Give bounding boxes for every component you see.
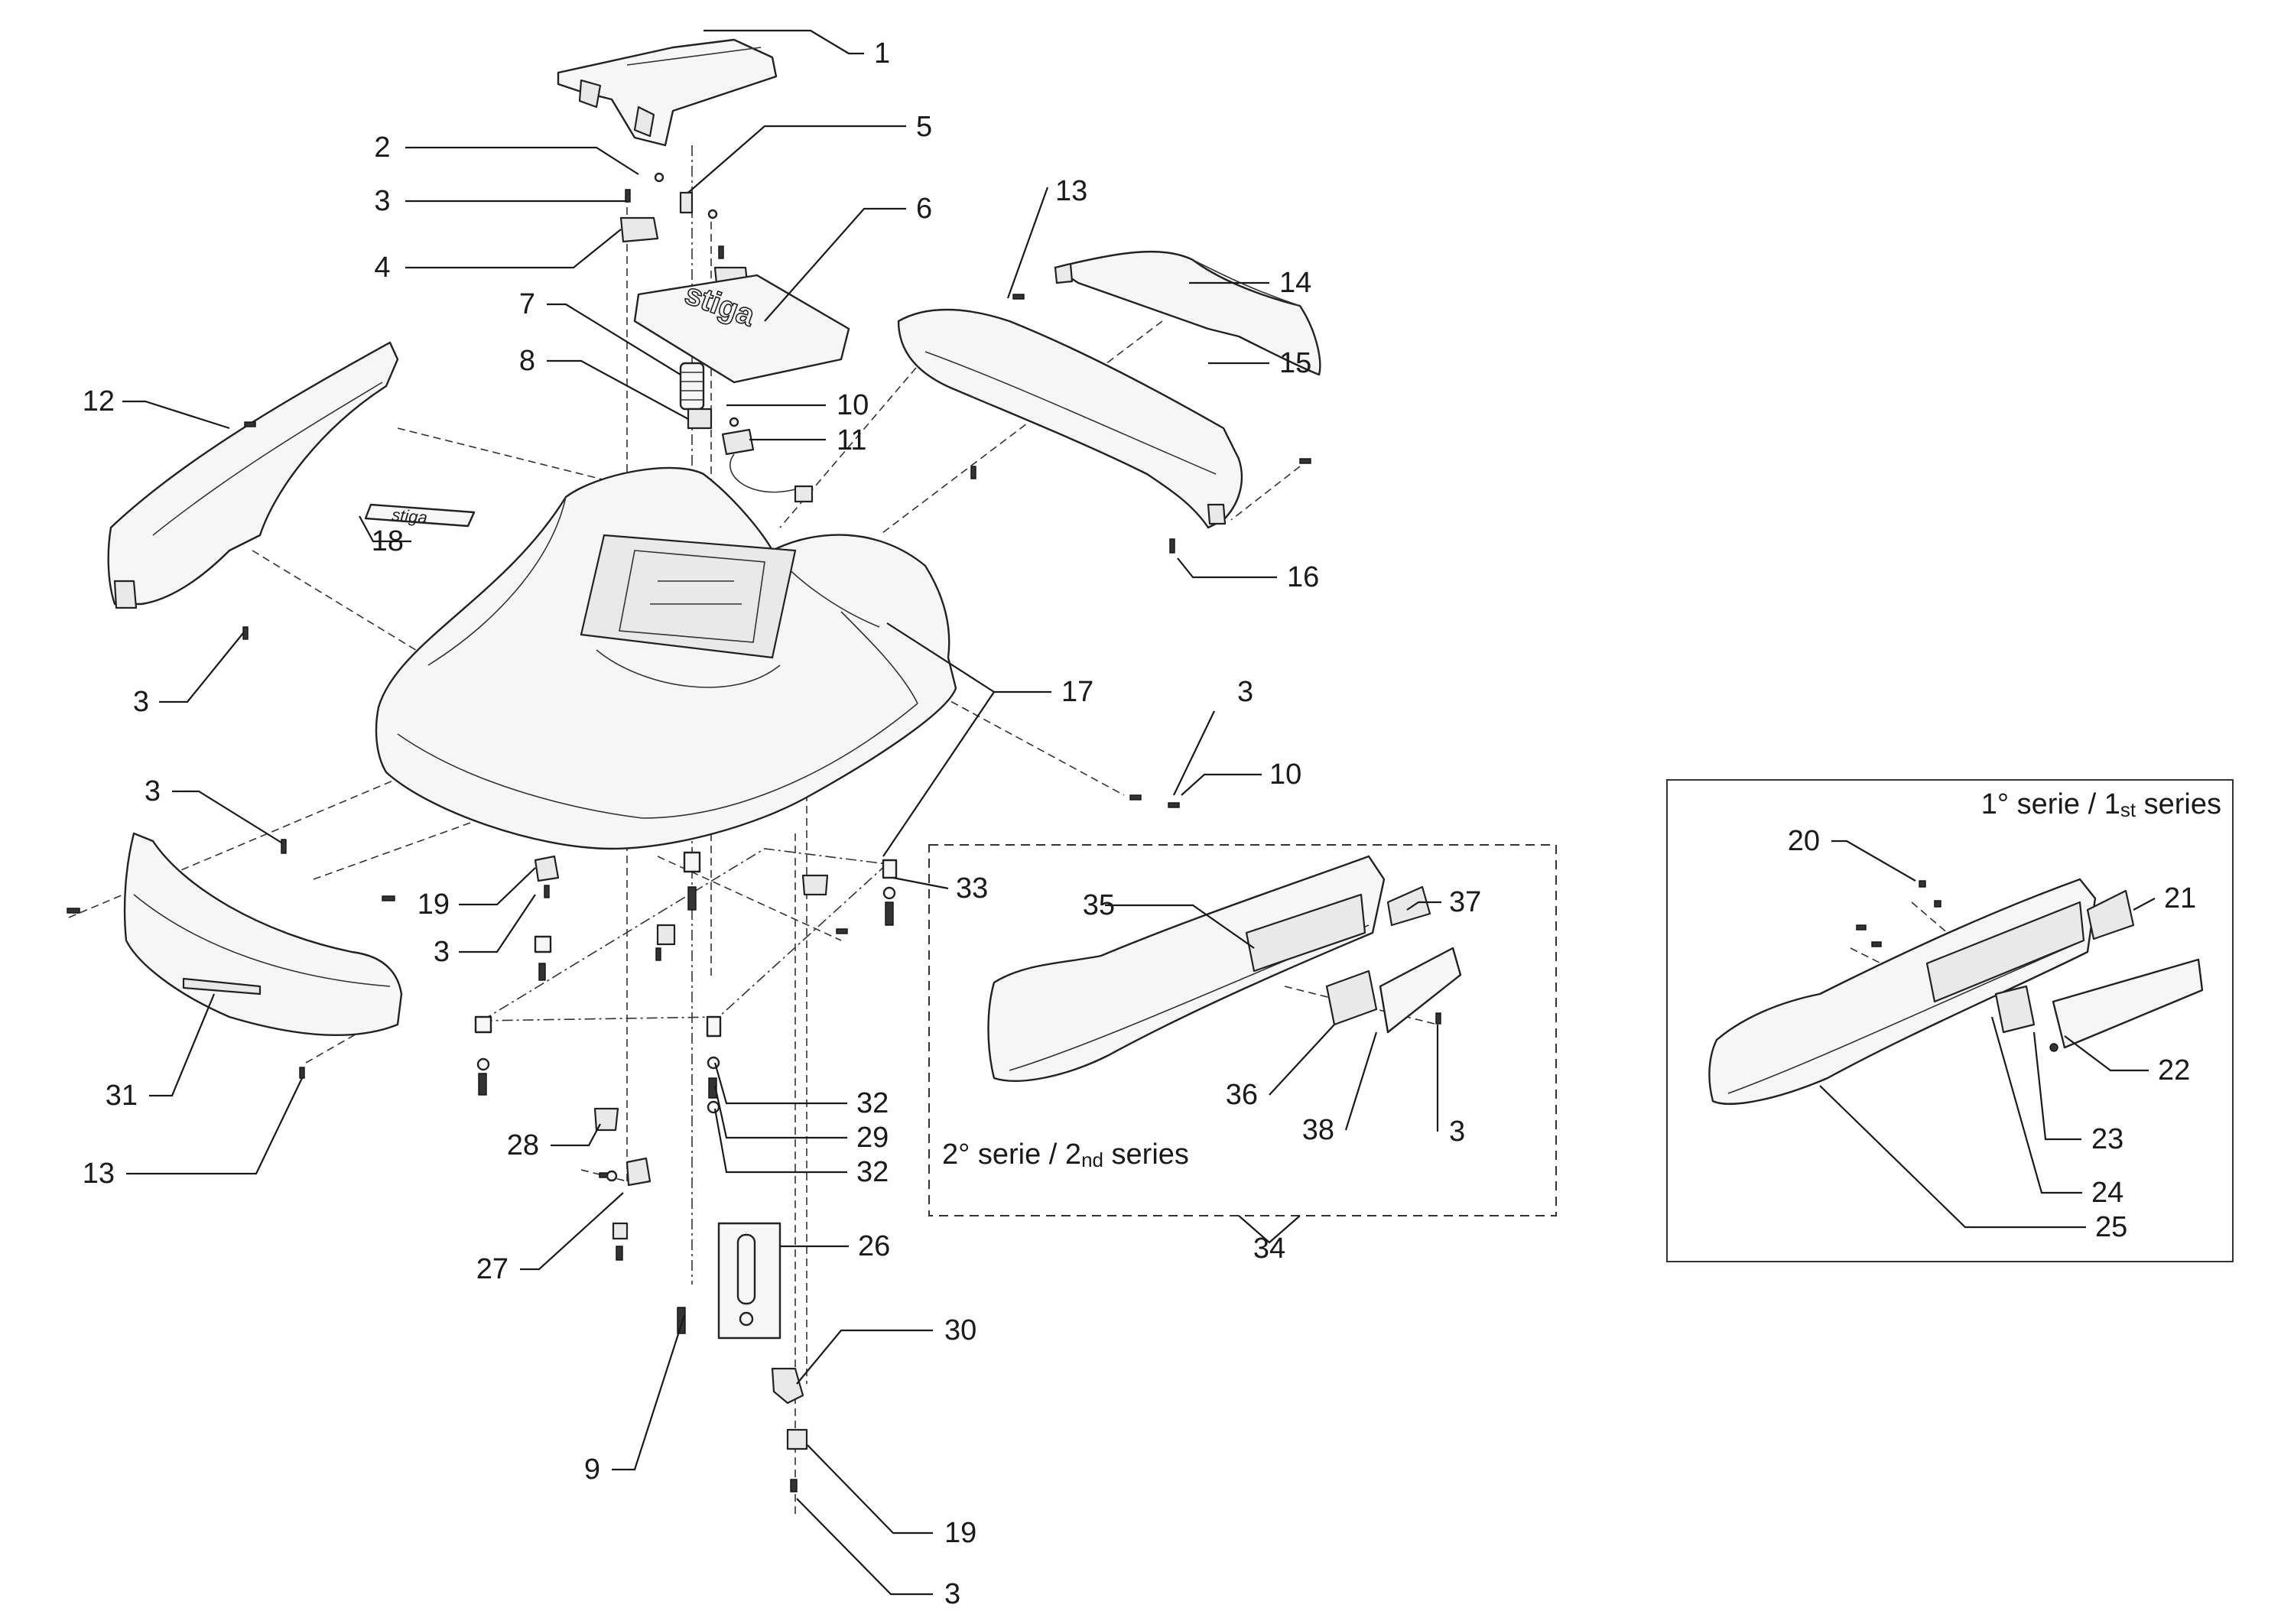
part-main-body — [375, 466, 957, 850]
callout-21: 21 — [2164, 882, 2196, 914]
callout-3b: 3 — [133, 686, 149, 718]
part-logo-badge: stiga — [364, 503, 476, 528]
second-series-parts — [987, 855, 1462, 1082]
callout-18: 18 — [372, 525, 404, 557]
callout-3: 3 — [374, 185, 390, 217]
callout-3e: 3 — [434, 936, 450, 968]
callout-27: 27 — [476, 1253, 509, 1285]
callout-16: 16 — [1287, 561, 1319, 593]
part-side-bumper-right — [897, 308, 1243, 529]
part-top-cover — [557, 38, 778, 147]
callout-30: 30 — [944, 1314, 976, 1346]
second-series-frame — [928, 844, 1557, 1216]
part-switch-cable — [721, 417, 814, 503]
callout-6: 6 — [916, 193, 932, 225]
callout-31: 31 — [106, 1080, 138, 1112]
callout-28: 28 — [507, 1129, 539, 1161]
callout-37: 37 — [1449, 886, 1481, 918]
callout-4: 4 — [374, 252, 390, 284]
callout-26: 26 — [858, 1230, 890, 1262]
callout-5: 5 — [916, 111, 932, 143]
callout-20: 20 — [1788, 825, 1820, 857]
callout-7: 7 — [519, 288, 535, 320]
part-front-bumper — [123, 832, 403, 1037]
callout-10b: 10 — [1269, 758, 1301, 791]
leader-lines — [122, 29, 2156, 1596]
callout-1: 1 — [874, 37, 890, 70]
callout-19b: 19 — [944, 1517, 976, 1549]
callout-24: 24 — [2091, 1177, 2123, 1209]
callout-22: 22 — [2158, 1054, 2190, 1086]
part-small-hardware-top — [619, 172, 749, 292]
callout-32b: 32 — [856, 1156, 889, 1188]
callout-36: 36 — [1226, 1079, 1258, 1111]
callout-3c: 3 — [1237, 676, 1253, 708]
part-lower-hardware — [67, 294, 1311, 1492]
callout-10: 10 — [837, 389, 869, 421]
callout-11: 11 — [837, 424, 866, 456]
callout-12: 12 — [83, 385, 115, 417]
callout-38: 38 — [1302, 1114, 1334, 1146]
callout-15: 15 — [1279, 347, 1311, 379]
brand-logo-embossed: stiga — [391, 505, 427, 528]
first-series-frame — [1666, 779, 2234, 1262]
part-logo-panel: stiga — [633, 274, 850, 384]
callout-19: 19 — [418, 888, 450, 921]
callout-9: 9 — [584, 1453, 600, 1486]
callout-29: 29 — [856, 1122, 889, 1154]
callout-2: 2 — [374, 132, 390, 164]
callout-17: 17 — [1061, 676, 1093, 708]
callout-25: 25 — [2095, 1211, 2127, 1243]
callout-23: 23 — [2091, 1123, 2123, 1155]
second-series-bracket — [1238, 1215, 1301, 1244]
callout-3g: 3 — [944, 1578, 960, 1610]
callout-13b: 13 — [83, 1158, 115, 1190]
first-series-parts — [1708, 878, 2204, 1105]
second-series-title: 2° serie / 2nd series — [942, 1138, 1189, 1171]
callout-13: 13 — [1055, 175, 1087, 207]
callout-35: 35 — [1083, 889, 1115, 921]
callout-3d: 3 — [145, 775, 161, 807]
part-spring — [679, 362, 713, 430]
callout-labels: 1 2 3 4 5 6 7 8 10 11 12 13 14 15 16 17 … — [83, 37, 2197, 1610]
callout-8: 8 — [519, 345, 535, 377]
callout-34: 34 — [1253, 1233, 1285, 1265]
callout-14: 14 — [1279, 267, 1311, 299]
callout-3f: 3 — [1449, 1116, 1465, 1148]
part-side-bumper-left — [107, 341, 399, 609]
callout-32: 32 — [856, 1087, 889, 1119]
first-series-title: 1° serie / 1st series — [1981, 788, 2221, 821]
callout-33: 33 — [956, 872, 988, 905]
